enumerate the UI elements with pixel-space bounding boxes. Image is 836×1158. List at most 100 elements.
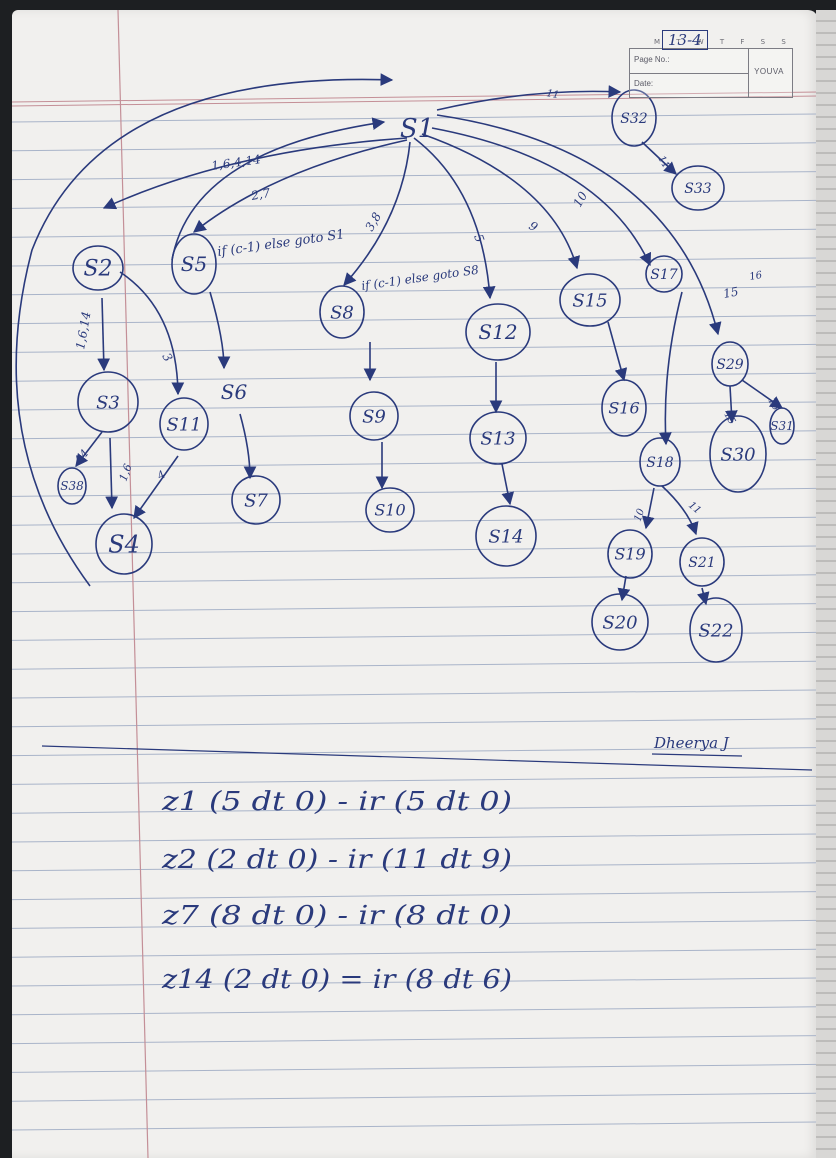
node-s8-label: S8 [330, 302, 354, 323]
edge-s2-s11 [119, 271, 185, 396]
node-s5-circle [171, 233, 217, 295]
page-number: 13-4 [662, 30, 708, 50]
node-s2-circle [72, 245, 124, 291]
edge-label-e1_29b: 16 [749, 270, 764, 283]
node-s2-label: S2 [83, 257, 112, 282]
edge-label-e18_21: 11 [686, 500, 703, 517]
node-s20-label: S20 [602, 612, 637, 633]
node-s10-circle [365, 487, 415, 533]
node-s15-circle [559, 273, 621, 327]
node-s12-circle [465, 303, 531, 361]
handwritten-diagram: S1S2S3S4S5S6S7S8S9S10S11S12S13S14S15S16S… [12, 10, 818, 1158]
node-s4-circle [95, 513, 153, 575]
edge-s3-s4 [105, 437, 119, 510]
node-s4-label: S4 [108, 530, 140, 558]
node-s11-label: S11 [166, 414, 201, 435]
edge-s32-s33 [641, 141, 677, 175]
node-s6-label: S6 [221, 380, 248, 404]
edge-label-e1_5: 2,7 [249, 186, 272, 203]
node-s16-label: S16 [608, 399, 639, 418]
annotation-s5-note: if (c-1) else goto S1 [216, 227, 345, 260]
edge-s6-s7 [239, 413, 257, 480]
node-s17-label: S17 [650, 267, 677, 283]
margin-line [117, 10, 149, 1158]
node-s33-label: S33 [684, 181, 711, 197]
node-s7-label: S7 [244, 490, 268, 511]
edge-s18-s19 [641, 487, 655, 530]
equation-3: z7 (8 dt 0) - ir (8 dt 0) [161, 901, 512, 931]
edge-s1-s17 [431, 127, 652, 267]
edge-s1-s12 [413, 137, 496, 300]
edge-s19-s20 [617, 575, 631, 602]
weekday-strip: M T W T F S S [654, 38, 793, 46]
node-s8-circle [319, 285, 365, 339]
edge-s5-s1 [171, 117, 386, 261]
equation-2: z2 (2 dt 0) - ir (11 dt 9) [161, 845, 512, 875]
page-header-box: Page No.: Date: YOUVA [629, 48, 793, 98]
node-s17-circle [645, 255, 683, 293]
equation-1: z1 (5 dt 0) - ir (5 dt 0) [161, 787, 512, 817]
edge-s5-s6 [209, 291, 231, 370]
top-margin-line [12, 91, 818, 103]
node-s7-circle [231, 475, 281, 525]
date-label: Date: [634, 79, 654, 88]
edge-s1-s8 [343, 141, 411, 286]
node-s22-circle [689, 597, 743, 663]
edge-s1-s32 [436, 85, 622, 111]
page-no-label: Page No.: [634, 55, 670, 64]
node-s14-circle [475, 505, 537, 567]
node-s5-label: S5 [181, 252, 207, 276]
node-s19-circle [607, 529, 653, 579]
edge-s1-s2 [102, 137, 408, 210]
edge-label-e1_32: 11 [545, 88, 559, 101]
edge-s29-s31 [741, 379, 784, 409]
node-s9-circle [349, 391, 399, 441]
node-s30-circle [709, 415, 767, 493]
node-s32-label: S32 [620, 111, 647, 127]
ruled-lines [12, 113, 818, 1131]
node-s32-circle [611, 89, 657, 147]
node-s21-label: S21 [688, 555, 715, 571]
edge-label-e1_2: 1,6,4,14 [210, 152, 261, 173]
node-s33-circle [671, 165, 725, 211]
node-s3-circle [77, 371, 139, 433]
node-s1-label: S1 [400, 114, 434, 144]
node-s9-label: S9 [362, 406, 386, 427]
signature: Dheerya J [653, 734, 730, 752]
node-s31-label: S31 [770, 419, 794, 433]
page-stack-edge [816, 10, 836, 1158]
edge-label-e1_8: 3,8 [362, 210, 384, 234]
edge-label-e11_4: 4 [154, 468, 167, 483]
node-s16-circle [601, 379, 647, 437]
edge-label-e29_30: 15 [721, 410, 737, 427]
edge-s17-s18 [658, 291, 683, 446]
node-s18-label: S18 [646, 455, 673, 471]
edge-s1-s5 [192, 139, 408, 233]
node-s21-circle [679, 537, 725, 587]
edge-label-e2_11: 3 [159, 351, 175, 365]
edge-label-e1_29: 15 [722, 285, 739, 301]
node-s12-label: S12 [478, 320, 517, 344]
edge-s3-s38 [75, 431, 103, 468]
edge-label-e3_4: 1,6 [117, 462, 135, 483]
signature-underline [651, 753, 743, 757]
edge-s11-s4 [133, 455, 179, 520]
node-s29-circle [711, 341, 749, 387]
node-s13-label: S13 [480, 428, 515, 449]
brand-label: YOUVA [754, 67, 784, 76]
node-s10-label: S10 [374, 501, 405, 520]
node-s22-label: S22 [698, 620, 733, 641]
edge-s15-s16 [607, 321, 628, 382]
node-s3-label: S3 [96, 392, 120, 413]
edge-s2-s3 [97, 297, 111, 372]
edge-s29-s30 [724, 385, 738, 424]
node-s15-label: S15 [572, 290, 607, 311]
edge-s4-s1 [15, 73, 394, 587]
edge-s18-s21 [661, 485, 699, 536]
equation-4: z14 (2 dt 0) = ir (8 dt 6) [161, 965, 512, 995]
edge-label-e1_17: 10 [570, 189, 590, 210]
node-s13-circle [469, 411, 527, 465]
node-s11-circle [159, 397, 209, 451]
edge-label-e1_12: 5 [471, 232, 487, 244]
